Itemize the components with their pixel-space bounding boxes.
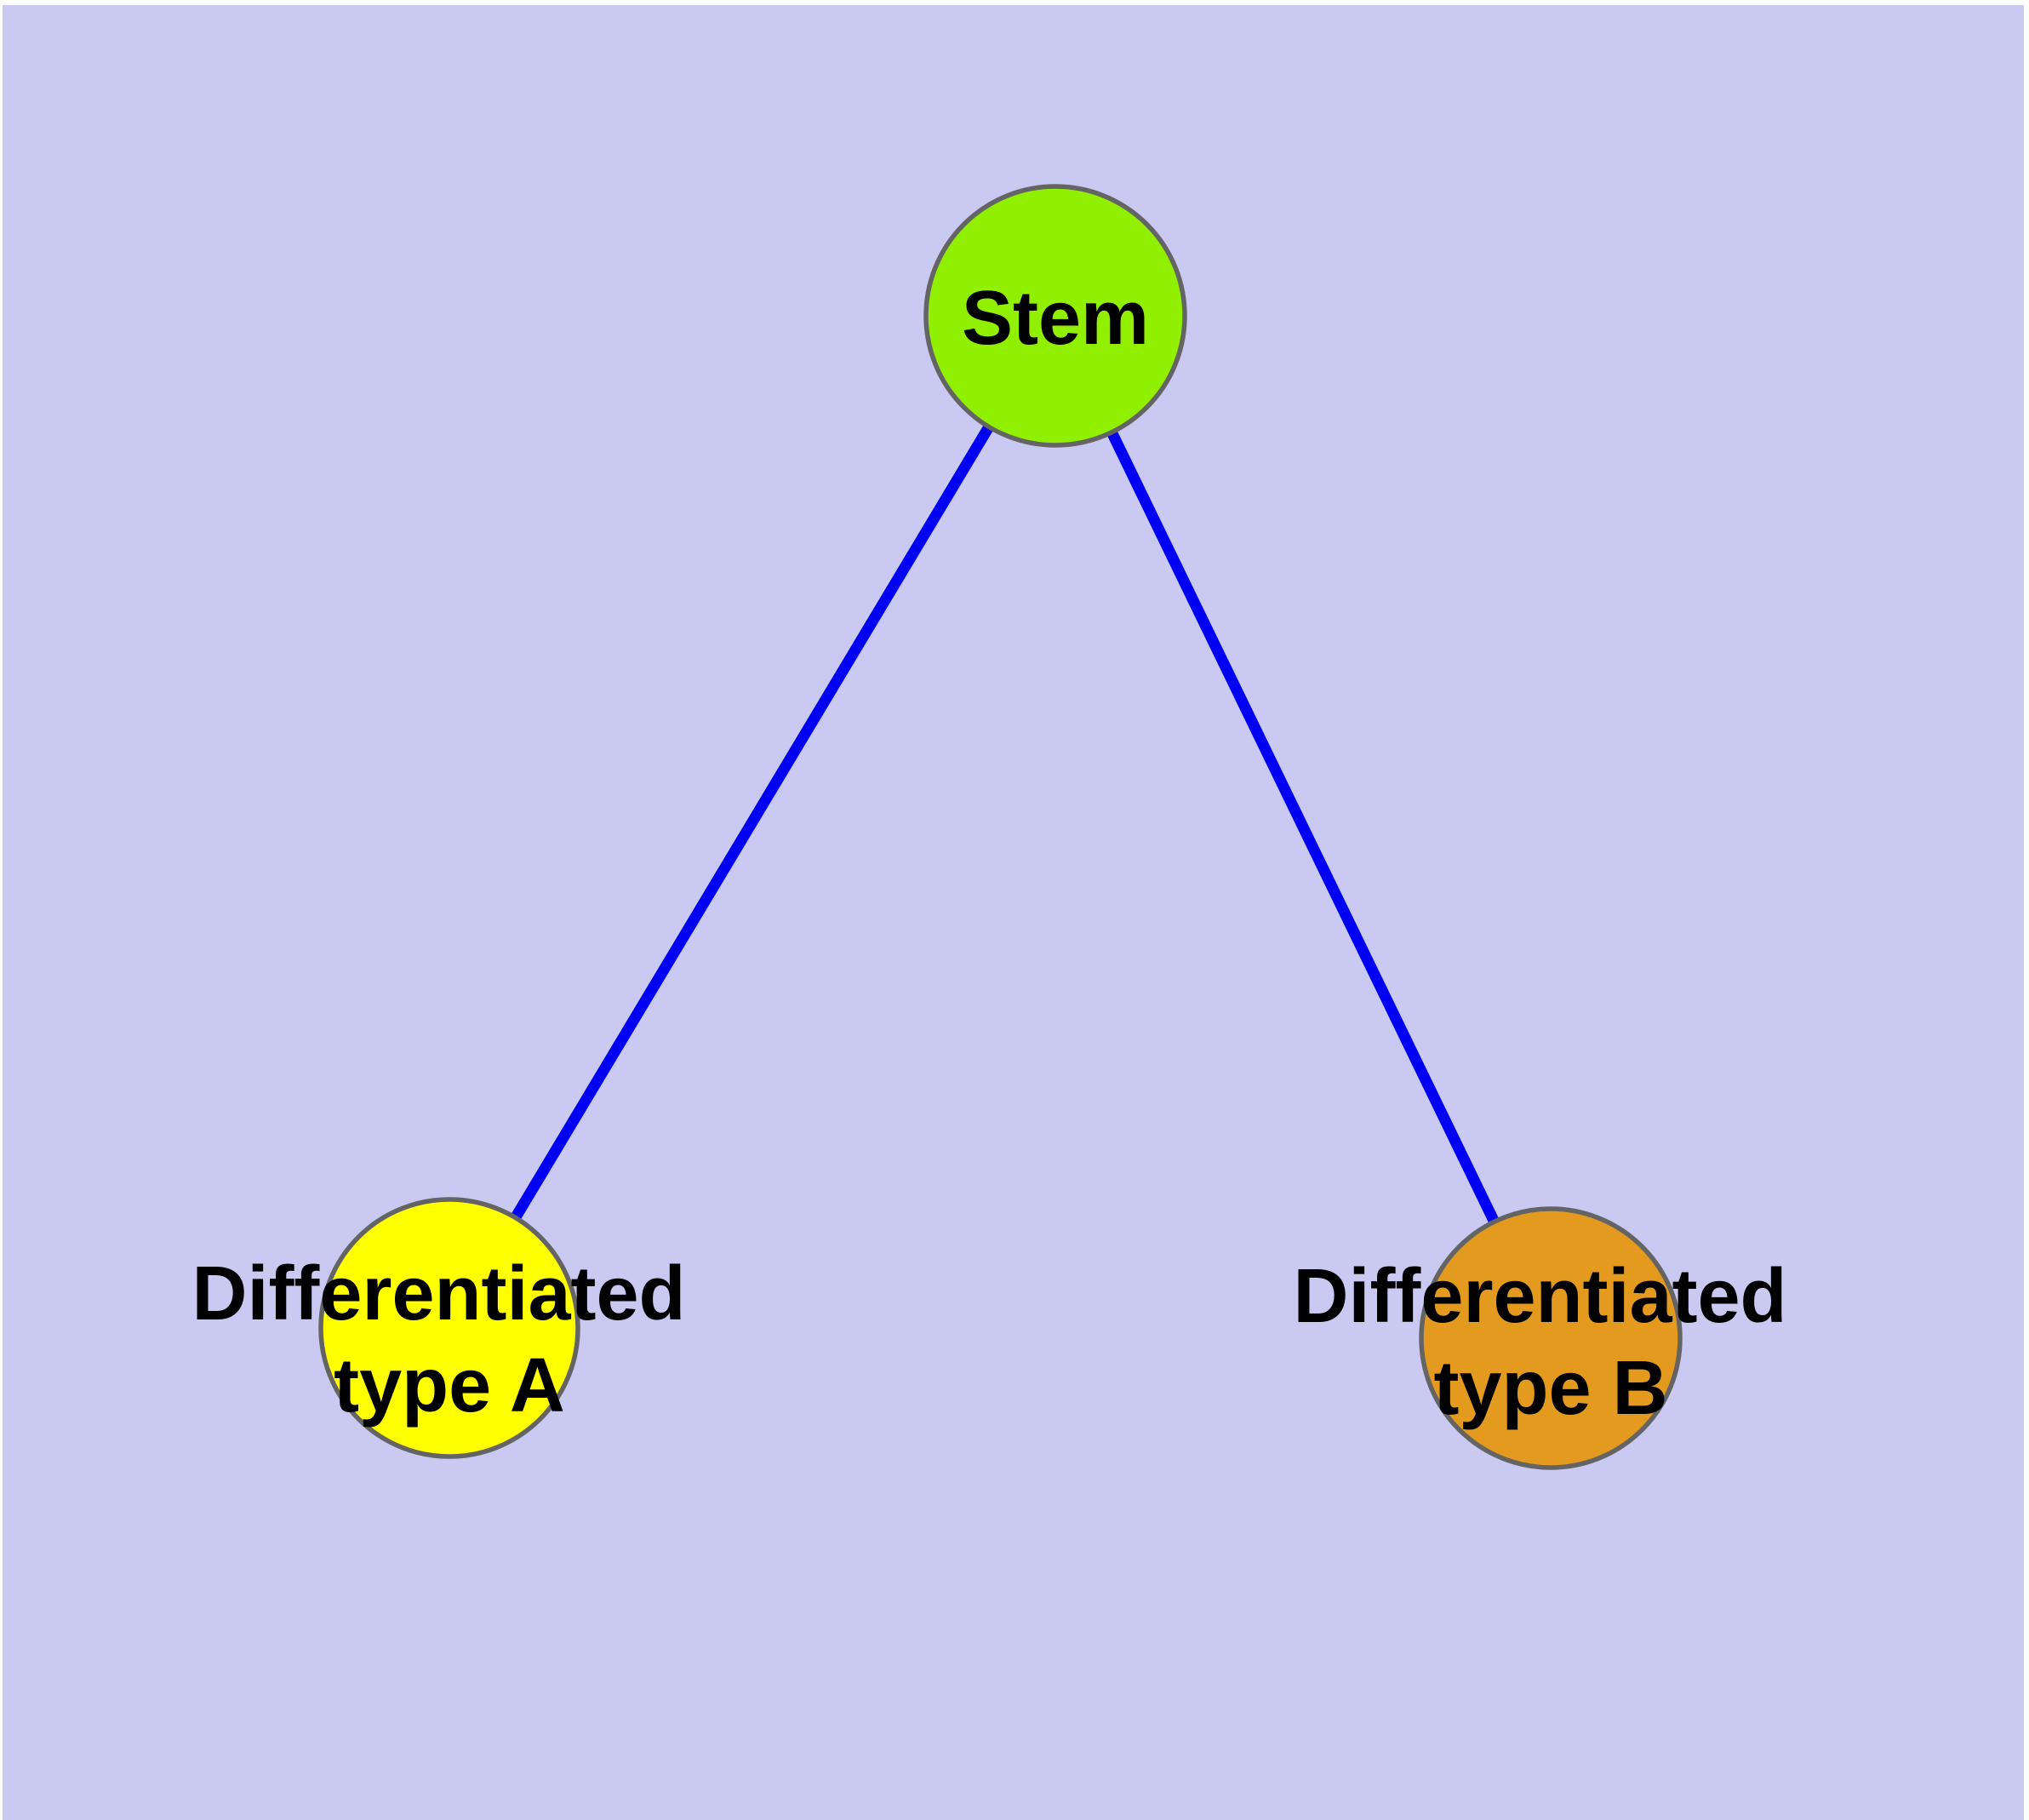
node-type-a-label: Differentiated type A <box>191 1251 706 1428</box>
edges <box>444 312 1556 1341</box>
node-stem <box>923 184 1187 448</box>
node-differentiated-type-a <box>318 1197 580 1459</box>
node-type-a-label-line2: type A <box>334 1343 565 1428</box>
node-labels: Stem Differentiated type A Differentiate… <box>191 276 1808 1431</box>
node-stem-label: Stem <box>962 276 1149 361</box>
nodes <box>318 184 1683 1470</box>
node-type-b-label: Differentiated type B <box>1293 1254 1808 1431</box>
edge-stem-to-type-a <box>444 312 1060 1331</box>
edge-stem-to-type-b <box>1050 313 1556 1341</box>
node-differentiated-type-b <box>1419 1206 1683 1470</box>
node-type-b-label-line1: Differentiated <box>1293 1254 1786 1339</box>
node-type-a-label-line1: Differentiated <box>191 1251 685 1336</box>
node-type-b-label-line2: type B <box>1433 1346 1667 1431</box>
